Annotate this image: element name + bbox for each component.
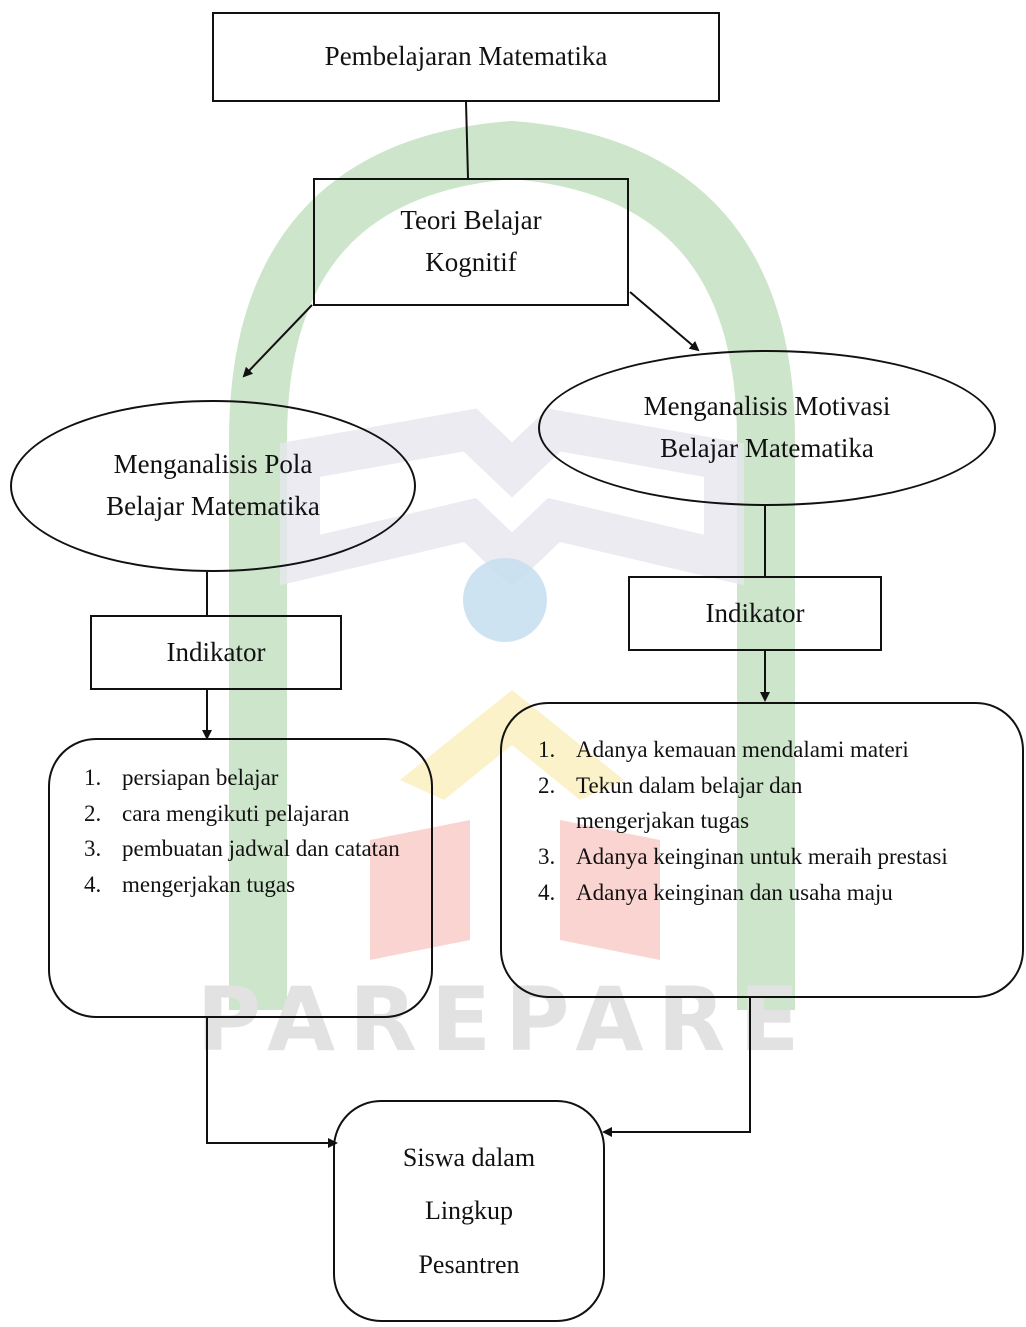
right-indicator-box: Indikator [628,576,882,651]
list-item: 4.mengerjakan tugas [84,871,296,897]
theory-box-line2: Kognitif [425,247,517,277]
left-ellipse-line1: Menganalisis Pola [113,449,313,480]
top-box-label: Pembelajaran Matematika [324,41,608,72]
watermark-text: PAREPARE [197,968,814,1071]
list-item: 2.cara mengikuti pelajaran [84,800,350,826]
right-ellipse-line1: Menganalisis Motivasi [643,391,891,422]
watermark-book-outline [280,408,744,588]
arrow-left-list-to-bottom [206,1017,338,1148]
theory-box-line1: Teori Belajar [400,205,542,236]
left-indicator-box: Indikator [90,615,342,690]
left-ellipse-line2: Belajar Matematika [106,491,320,521]
theory-box: Teori Belajar Kognitif [313,178,629,306]
connector-top-to-theory [465,101,469,179]
watermark-globe [463,558,547,642]
list-item: 2.Tekun dalam belajar dan mengerjakan tu… [538,772,803,834]
left-indicator-list: 1.persiapan belajar 2.cara mengikuti pel… [48,738,433,1018]
top-box: Pembelajaran Matematika [212,12,720,102]
left-indicator-label: Indikator [166,636,266,667]
list-item: 3.pembuatan jadwal dan catatan [84,836,400,862]
left-ellipse: Menganalisis Pola Belajar Matematika [10,400,416,572]
arrow-theory-to-right-ellipse [629,291,700,352]
list-item: 1.persiapan belajar [84,765,279,790]
right-ellipse: Menganalisis Motivasi Belajar Matematika [538,350,996,506]
right-ellipse-line2: Belajar Matematika [660,433,874,463]
bottom-box-line2: Lingkup [424,1196,514,1226]
watermark-red-shape [370,820,660,960]
arrow-theory-to-left-ellipse [242,304,313,378]
watermark-arch-outer [229,120,795,1010]
bottom-box-line1: Siswa dalam [402,1143,536,1173]
arrow-right-list-to-bottom [602,998,751,1137]
right-indicator-label: Indikator [705,597,805,628]
bottom-box: Siswa dalam Lingkup Pesantren [333,1100,605,1322]
right-indicator-list: 1.Adanya kemauan mendalami materi 2.Teku… [500,702,1024,998]
bottom-box-line3: Pesantren [418,1249,520,1279]
list-item: 1.Adanya kemauan mendalami materi [538,737,909,762]
list-item: 4.Adanya keinginan dan usaha maju [538,879,893,905]
list-item: 3.Adanya keinginan untuk meraih prestasi [538,843,948,869]
